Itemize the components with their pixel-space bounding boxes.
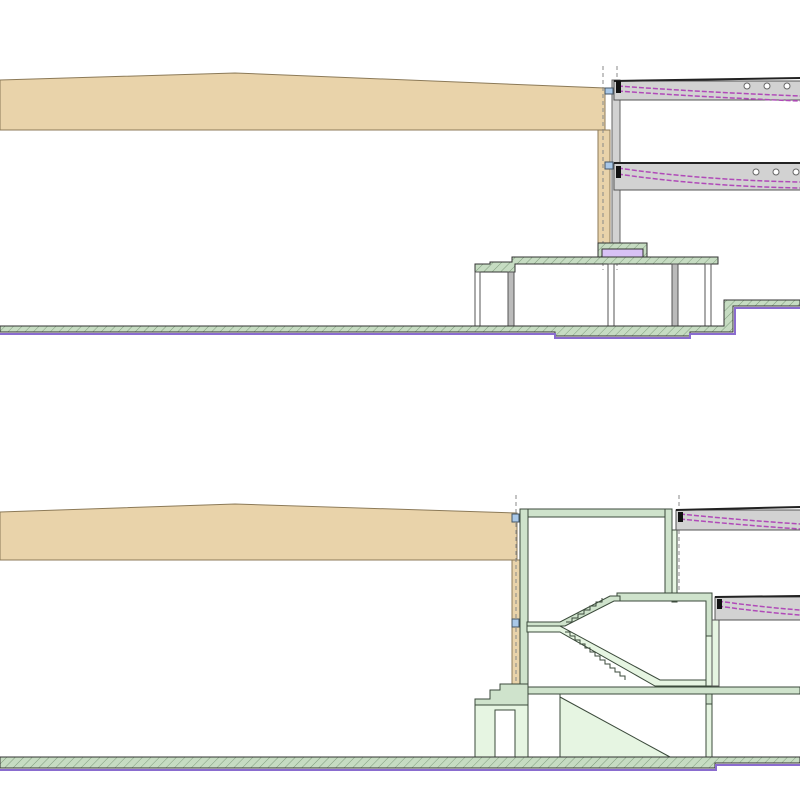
timber-roof-beam (0, 503, 518, 561)
timber-roof-beam (0, 72, 606, 131)
concrete-beam-lower (613, 162, 800, 191)
upper-section (0, 66, 800, 339)
stair-core (474, 508, 800, 758)
bearing-block (511, 513, 520, 523)
bearing-block (604, 161, 614, 170)
concrete-beam-upper (613, 77, 800, 102)
lower-section (0, 495, 800, 771)
ground-slab (0, 299, 800, 337)
podium-columns (474, 263, 712, 328)
waterproof-membrane (0, 307, 800, 339)
bearing-block (604, 87, 614, 95)
podium-slab (474, 256, 719, 273)
concrete-beam-upper (675, 506, 800, 531)
concrete-beam-lower (711, 595, 800, 687)
waterproof-membrane (0, 764, 800, 771)
ground-slab (0, 756, 800, 769)
timber-column (597, 129, 611, 245)
bearing-block (511, 618, 520, 628)
